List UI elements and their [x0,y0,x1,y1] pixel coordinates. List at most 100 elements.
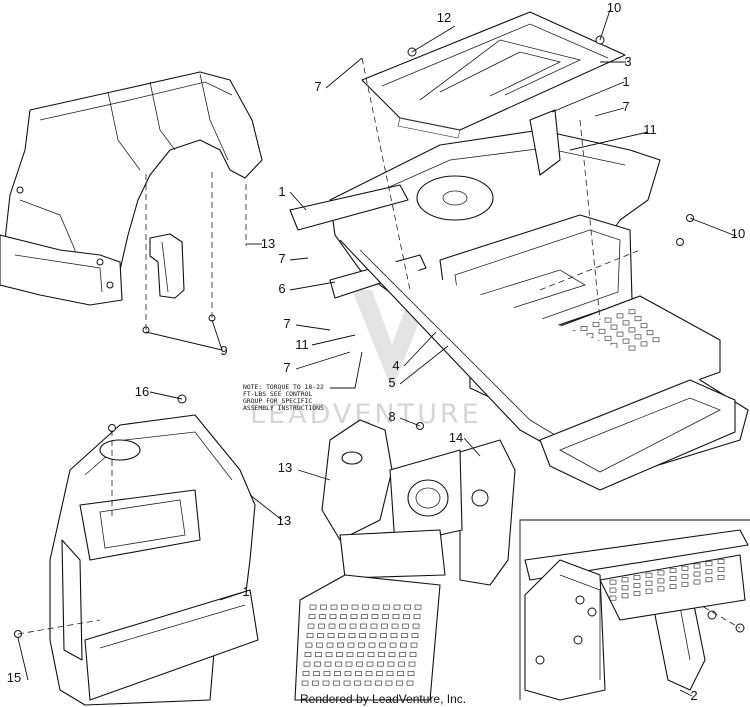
perforation [313,671,320,676]
perforation [628,309,636,315]
perforation [610,324,618,330]
perforation [366,661,374,667]
perforation [400,642,407,648]
detail-inset [519,519,750,701]
callout-14: 14 [449,430,463,445]
callout-2: 2 [690,688,697,703]
perforation [369,633,377,638]
perforation [330,604,338,610]
perforation [634,316,642,322]
perforation [303,661,311,667]
perforation [386,671,394,676]
perforation [404,604,411,610]
perforation [392,614,400,619]
perforation [693,579,701,585]
callout-9: 9 [220,343,227,358]
perforation [408,661,416,667]
perforation [346,652,354,657]
perforation [360,623,367,629]
perforation [338,633,345,638]
callout-7: 7 [278,251,285,266]
perforation [381,623,388,629]
perforation [633,583,641,588]
callout-1: 1 [278,184,285,199]
perforation [350,614,358,619]
perforation [361,614,368,619]
perforation [337,642,344,648]
perforation [304,652,312,657]
perforation [717,566,725,572]
perforation [598,328,606,334]
note-line: ASSEMBLY INSTRUCTIONS [243,404,324,412]
perforation [345,661,353,667]
perforation [398,661,405,667]
perforation [372,604,380,610]
perforation [592,321,600,327]
callout-7: 7 [314,79,321,94]
perforation [309,604,317,610]
perforation [325,652,333,657]
perforation [717,574,725,580]
perforation [669,584,677,589]
perforation [336,652,343,657]
floor-perforations-lower [301,604,422,686]
perforation [379,642,386,648]
perforation [364,680,372,686]
perforation [355,671,362,676]
callout-15: 15 [7,670,21,685]
perforation [365,671,373,676]
perforation [316,642,323,648]
perforation [646,330,654,336]
perforation [341,604,348,610]
perforation [604,335,612,341]
perforation [320,604,327,610]
perforation [412,623,420,629]
perforation [409,652,417,657]
perforation [333,680,340,686]
perforation [604,317,612,323]
perforation [640,323,648,329]
perforation [367,652,375,657]
perforation [359,633,366,638]
perforation [413,614,421,619]
perforation [657,586,665,592]
perforation [633,591,641,596]
perforation [351,604,359,610]
rear-fender-assembly [0,71,263,334]
perforation [609,595,617,601]
perforation [307,623,315,629]
perforation [322,680,330,686]
perforation [305,642,313,648]
perforation [399,652,406,657]
perforation [371,614,379,619]
perforation [339,623,346,629]
callout-13: 13 [278,460,292,475]
perforation [393,604,401,610]
perforation [326,642,334,648]
perforation [621,577,629,583]
callout-1: 1 [242,584,249,599]
perforation [407,671,415,676]
perforation [388,652,396,657]
perforation [681,581,689,587]
callout-13: 13 [261,236,275,251]
perforation [380,633,387,638]
callout-8: 8 [388,409,395,424]
perforation [657,578,665,584]
perforation [318,623,325,629]
perforation [634,334,642,340]
perforation [368,642,376,648]
perforation [628,327,636,333]
perforation [621,593,629,599]
perforation [378,652,385,657]
perforation [681,573,689,579]
perforation [354,680,361,686]
perforation [633,575,641,580]
perforation [329,614,337,619]
perforation [621,585,629,591]
perforation [401,633,408,638]
perforation [640,341,648,347]
perforation [622,320,630,326]
